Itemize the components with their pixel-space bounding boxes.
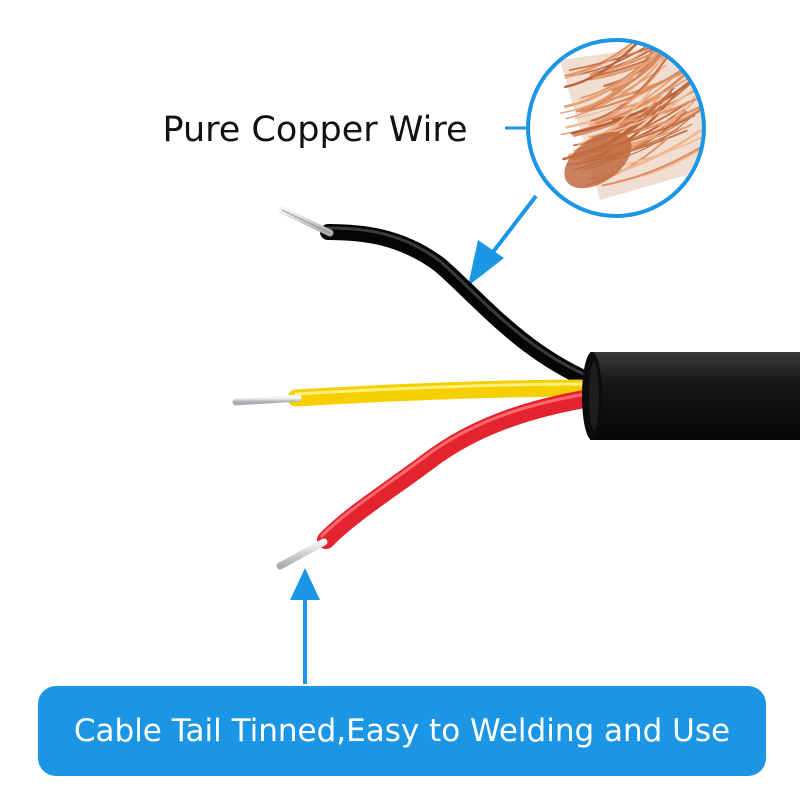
heading-label: Pure Copper Wire: [162, 110, 468, 150]
copper-bundle: [564, 131, 632, 189]
arrow-up-icon: [290, 568, 320, 684]
black-wire: [278, 206, 596, 388]
copper-strand: [575, 51, 662, 113]
copper-strand: [563, 48, 663, 109]
arrow-down-left-icon: [468, 194, 538, 286]
copper-strand: [564, 40, 660, 89]
copper-strand: [565, 95, 663, 129]
red-wire: [276, 389, 599, 570]
copper-strand: [594, 69, 690, 125]
feature-banner: Cable Tail Tinned,Easy to Welding and Us…: [38, 686, 766, 776]
copper-strand: [588, 69, 661, 126]
copper-strand: [611, 40, 685, 92]
cable-sheath: [582, 352, 800, 440]
copper-strands-closeup: [526, 38, 706, 218]
copper-strand: [590, 53, 671, 122]
copper-strand: [574, 74, 677, 119]
copper-strand: [564, 40, 662, 77]
yellow-wire: [232, 379, 599, 407]
copper-strand: [614, 75, 704, 125]
copper-strand: [615, 132, 704, 168]
copper-strand: [565, 72, 651, 120]
copper-strand: [577, 87, 654, 145]
copper-strand: [601, 141, 704, 187]
banner-text: Cable Tail Tinned,Easy to Welding and Us…: [73, 713, 731, 749]
